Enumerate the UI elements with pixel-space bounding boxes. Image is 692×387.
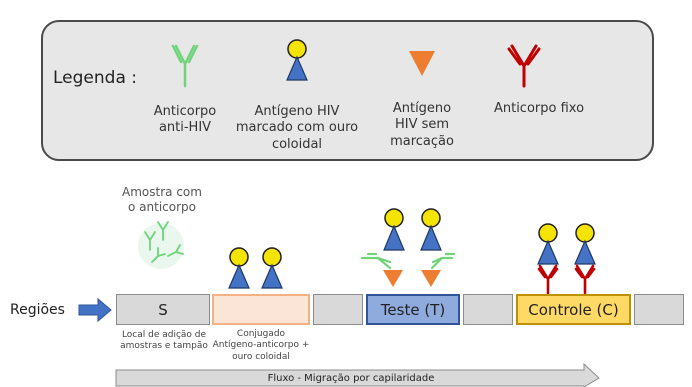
legend-label-labeled-antigen: Antígeno HIV marcado com ouro coloidal (235, 104, 359, 152)
region-blank-1 (313, 294, 363, 325)
conjugate-antigen (228, 247, 250, 289)
caption-sample-pad: Local de adição de amostras e tampão (120, 330, 208, 352)
regions-label: Regiões (10, 302, 65, 318)
sample-label: Amostra com o anticorpo (122, 185, 202, 214)
control-complex (537, 223, 559, 295)
gold-labeled-antigen-icon (286, 39, 308, 81)
legend-label-fixed-antibody: Anticorpo fixo (493, 101, 585, 116)
region-control-line: Controle (C) (516, 294, 631, 325)
test-complex (420, 208, 456, 287)
control-complex (574, 223, 596, 295)
conjugate-antigen (261, 247, 283, 289)
red-antibody-icon (507, 44, 541, 88)
caption-conjugate-pad: Conjugado Antígeno-anticorpo + ouro colo… (212, 329, 310, 362)
region-blank-2 (463, 294, 513, 325)
test-complex (360, 208, 405, 287)
flow-arrow-icon (115, 362, 600, 387)
flow-label: Fluxo - Migração por capilaridade (267, 373, 435, 384)
unlabeled-antigen-icon (409, 51, 435, 76)
region-test-line: Teste (T) (366, 294, 460, 325)
region-conjugate-pad (212, 294, 310, 325)
region-sample-pad: S (116, 294, 210, 325)
regions-arrow-icon (78, 297, 112, 323)
green-antibody-icon (171, 44, 199, 88)
legend-label-unlabeled-antigen: Antígeno HIV sem marcação (390, 101, 454, 149)
legend-title: Legenda : (53, 68, 137, 88)
sample-droplet (138, 221, 184, 269)
region-blank-3 (634, 294, 684, 325)
legend-label-anti-hiv: Anticorpo anti-HIV (153, 104, 217, 136)
legend-box (41, 20, 654, 161)
